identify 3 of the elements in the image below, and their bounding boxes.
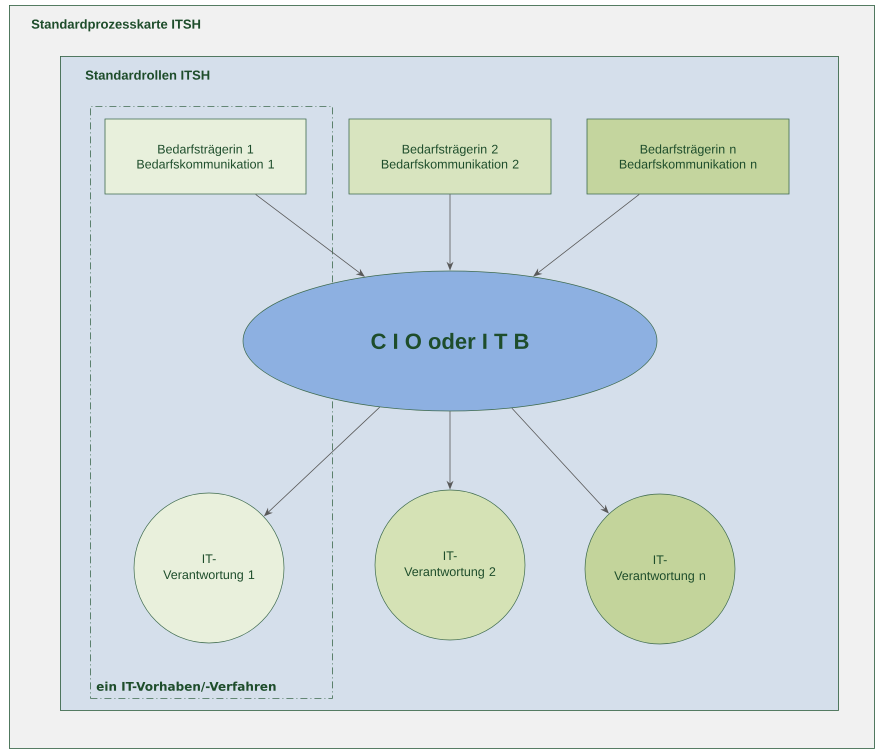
role-box: Bedarfsträgerin n Bedarfskommunikation n <box>586 118 790 194</box>
role-box: Bedarfsträgerin 2 Bedarfskommunikation 2 <box>348 118 552 194</box>
role-box: Bedarfsträgerin 1 Bedarfskommunikation 1 <box>104 118 306 194</box>
